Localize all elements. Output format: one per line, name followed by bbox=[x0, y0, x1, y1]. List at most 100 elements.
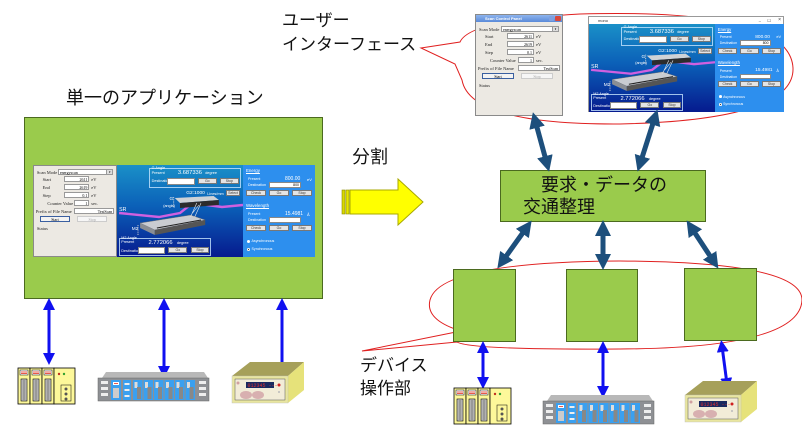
wavelength-present-value: 15.4981 bbox=[285, 211, 304, 217]
counter-value-input[interactable]: 1 bbox=[518, 57, 534, 63]
energy-check-button[interactable]: Check bbox=[717, 47, 738, 54]
g-angle-caption: (angle) bbox=[635, 61, 647, 66]
counter-value-label: Counter Value bbox=[47, 201, 74, 206]
m2-label: M2 bbox=[603, 83, 611, 89]
start-label: Start bbox=[42, 177, 52, 182]
m2-destination-input[interactable] bbox=[610, 102, 638, 110]
chevron-down-icon[interactable]: ▾ bbox=[106, 170, 113, 174]
g-stop-button[interactable]: Stop bbox=[219, 178, 239, 184]
arrow-op3-meter bbox=[716, 340, 733, 390]
energy-destination-input[interactable]: 800 bbox=[739, 40, 771, 46]
energy-check-button[interactable]: Check bbox=[246, 190, 266, 196]
minimize-icon[interactable] bbox=[549, 16, 554, 21]
prefix-input[interactable]: TestScan bbox=[74, 208, 115, 214]
wavelength-stop-button[interactable]: Stop bbox=[761, 81, 782, 88]
counter-value-input[interactable]: 1 bbox=[74, 200, 90, 206]
m2-stop-button[interactable]: Stop bbox=[190, 247, 210, 253]
start-label: Start bbox=[485, 34, 494, 39]
stop-button[interactable]: Stop bbox=[76, 216, 108, 222]
m2-stop-button[interactable]: Stop bbox=[662, 102, 682, 109]
g-stop-button[interactable]: Stop bbox=[691, 36, 711, 43]
start-input[interactable]: 2611 bbox=[507, 33, 534, 39]
synchronous-radio[interactable]: Synchronous bbox=[718, 102, 743, 106]
energy-stop-button[interactable]: Stop bbox=[292, 190, 312, 196]
broker-label-line2: 交通整理 bbox=[523, 197, 595, 218]
m2-angle-group bbox=[119, 238, 212, 256]
grating-label: G2:1000 bbox=[658, 48, 677, 54]
asynchronous-radio[interactable]: Asynchronous bbox=[247, 239, 274, 243]
wavelength-check-button[interactable]: Check bbox=[246, 225, 266, 231]
radio-unchecked-icon bbox=[718, 95, 722, 99]
wavelength-title-link[interactable]: Wavelength bbox=[717, 60, 740, 66]
wavelength-stop-button[interactable]: Stop bbox=[292, 225, 312, 231]
g-present-label: Present bbox=[151, 171, 165, 175]
scan-mode-label: Scan Mode bbox=[479, 27, 500, 32]
energy-present-label: Present bbox=[248, 177, 261, 181]
g-destination-input[interactable] bbox=[639, 36, 667, 44]
m2-go-button[interactable]: Go bbox=[168, 247, 188, 253]
arrow-monoui-broker bbox=[634, 109, 661, 172]
scan-mode-select[interactable]: energyscan▾ bbox=[57, 169, 114, 175]
rack-device-right bbox=[542, 395, 655, 425]
radio-checked-icon bbox=[718, 103, 722, 106]
m2-destination-label: Destination bbox=[121, 249, 141, 253]
radio-unchecked-icon bbox=[247, 239, 250, 243]
wavelength-destination-input[interactable] bbox=[269, 217, 301, 223]
select-grating-button[interactable]: Select bbox=[226, 190, 240, 196]
wavelength-present-label: Present bbox=[248, 212, 261, 216]
g-present-label: Present bbox=[623, 29, 637, 34]
end-unit: eV bbox=[536, 42, 542, 47]
energy-go-button[interactable]: Go bbox=[739, 47, 760, 54]
wavelength-destination-input[interactable] bbox=[739, 73, 771, 80]
m2-mirror bbox=[611, 71, 678, 87]
select-grating-button[interactable]: Select bbox=[698, 47, 712, 54]
wavelength-title-link[interactable]: Wavelength bbox=[246, 203, 270, 208]
end-input[interactable]: 2619 bbox=[63, 184, 90, 190]
close-icon[interactable]: × bbox=[778, 17, 781, 23]
close-icon[interactable] bbox=[555, 16, 561, 21]
m2-destination-input[interactable] bbox=[138, 247, 166, 254]
device-op-box-1 bbox=[453, 269, 516, 342]
sr-label: SR bbox=[591, 64, 599, 71]
g-destination-input[interactable] bbox=[167, 178, 195, 185]
step-input[interactable]: 0.1 bbox=[507, 49, 534, 55]
energy-destination-input[interactable]: 800 bbox=[269, 182, 301, 188]
chevron-down-icon[interactable]: ▾ bbox=[552, 27, 558, 31]
start-input[interactable]: 2611 bbox=[63, 176, 90, 182]
meter-device-right: 012345 --- bbox=[684, 381, 757, 423]
scan-mode-select[interactable]: energyscan▾ bbox=[501, 26, 559, 32]
m2-go-button[interactable]: Go bbox=[640, 102, 660, 109]
energy-stop-button[interactable]: Stop bbox=[761, 47, 782, 54]
m2-present-value: 2.772066 bbox=[148, 240, 173, 246]
end-label: End bbox=[485, 42, 493, 47]
maximize-icon[interactable]: ☐ bbox=[767, 18, 771, 23]
g-go-button[interactable]: Go bbox=[197, 178, 217, 184]
m2-present-value: 2.772066 bbox=[620, 95, 645, 102]
g-go-button[interactable]: Go bbox=[669, 36, 689, 43]
radio-checked-icon bbox=[247, 247, 250, 251]
start-button[interactable]: Start bbox=[39, 216, 71, 222]
prefix-input[interactable]: TestScan bbox=[518, 65, 560, 71]
asynchronous-radio[interactable]: Asynchronous bbox=[718, 95, 745, 99]
scan-window-titlebar: Scan Control Panel bbox=[476, 15, 562, 22]
wavelength-present-value: 15.4981 bbox=[755, 68, 773, 73]
energy-title-link[interactable]: Energy bbox=[246, 168, 260, 173]
start-button[interactable]: Start bbox=[482, 73, 514, 79]
device-op-box-3 bbox=[684, 268, 757, 341]
arrow-broker-op1 bbox=[497, 220, 532, 269]
minimize-icon[interactable]: – bbox=[758, 18, 761, 23]
wavelength-check-button[interactable]: Check bbox=[717, 81, 738, 88]
wavelength-go-button[interactable]: Go bbox=[739, 81, 760, 88]
stop-button[interactable]: Stop bbox=[521, 73, 553, 79]
energy-go-button[interactable]: Go bbox=[269, 190, 289, 196]
sr-label: SR bbox=[119, 207, 127, 213]
end-input[interactable]: 2619 bbox=[507, 41, 534, 47]
wavelength-go-button[interactable]: Go bbox=[269, 225, 289, 231]
synchronous-radio[interactable]: Synchronous bbox=[247, 247, 272, 251]
grating-unit: Lines/mm bbox=[679, 49, 696, 54]
energy-title-link[interactable]: Energy bbox=[717, 26, 732, 32]
step-input[interactable]: 0.1 bbox=[63, 192, 90, 198]
g-angle-title: G Angle bbox=[151, 166, 166, 170]
